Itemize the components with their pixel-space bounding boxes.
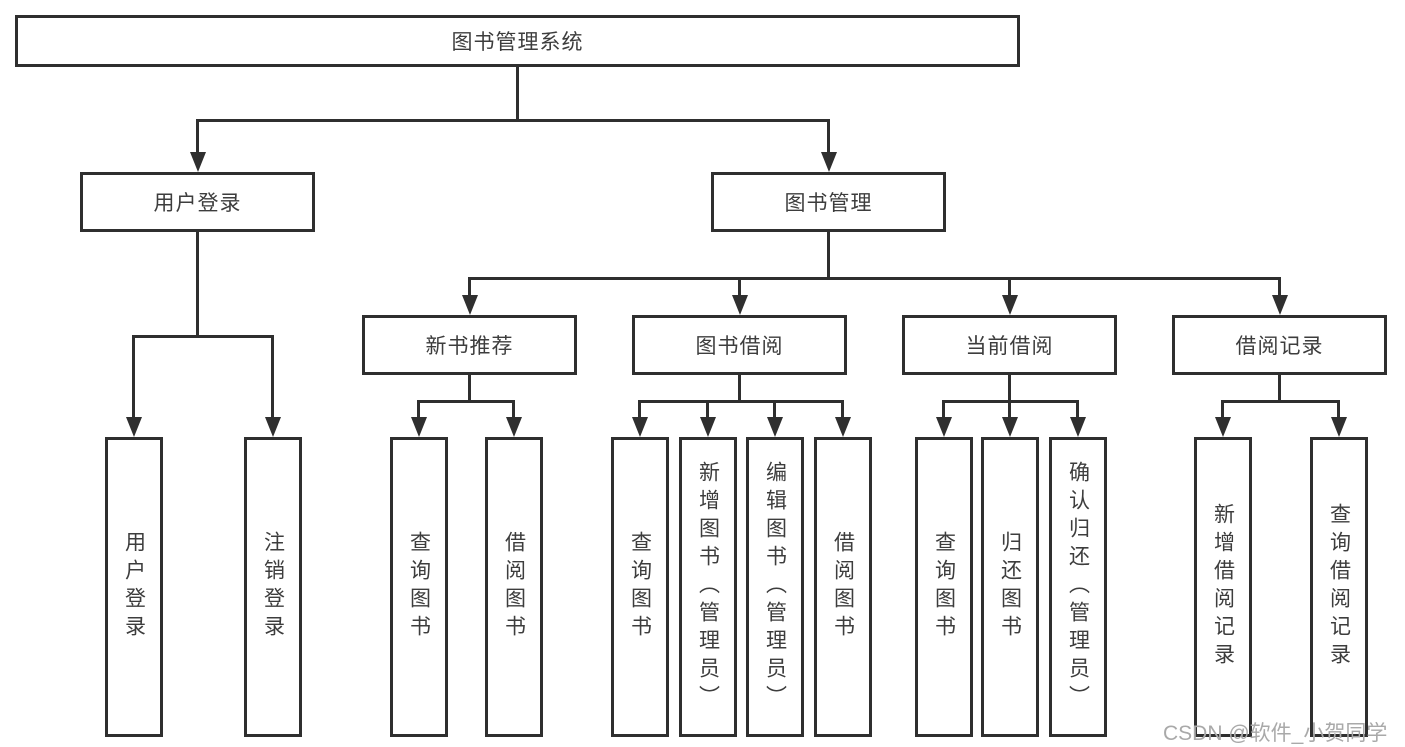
node-label: 图书借阅 [695,335,784,358]
connector-arrow [265,417,281,437]
leaf-label: 编辑图书（管理员） [763,461,787,713]
leaf-query-books: 查询图书 [390,437,448,737]
connector-arrow [190,152,206,172]
node-label: 图书管理 [784,192,873,215]
leaf-label: 查询借阅记录 [1327,503,1351,671]
connector-arrow [1215,417,1231,437]
leaf-borrow-books-2: 借阅图书 [814,437,872,737]
connector-line [638,400,641,420]
connector-line [1221,400,1224,420]
connector-line [827,232,830,279]
connector-line [196,119,199,157]
connector-arrow [767,417,783,437]
connector-arrow [1272,295,1288,315]
node-new-book-recommendation: 新书推荐 [362,315,577,375]
connector-line [468,277,1281,280]
connector-arrow [835,417,851,437]
leaf-label: 查询图书 [932,531,956,643]
connector-arrow [1331,417,1347,437]
connector-arrow [821,152,837,172]
leaf-label: 新增借阅记录 [1211,503,1235,671]
connector-line [132,335,274,338]
node-label: 借阅记录 [1235,335,1324,358]
connector-line [468,277,471,299]
node-label: 当前借阅 [965,335,1054,358]
connector-line [827,119,830,157]
connector-line [516,66,519,121]
connector-line [417,400,420,420]
leaf-label: 用户登录 [122,531,146,643]
node-book-borrowing: 图书借阅 [632,315,847,375]
connector-line [1221,400,1340,403]
leaf-query-books-3: 查询图书 [915,437,973,737]
connector-line [196,232,199,338]
connector-line [132,335,135,420]
connector-line [1337,400,1340,420]
node-library-system: 图书管理系统 [15,15,1020,67]
leaf-confirm-return-admin: 确认归还（管理员） [1049,437,1107,737]
connector-arrow [632,417,648,437]
connector-line [271,335,274,420]
connector-line [468,375,471,402]
leaf-user-login: 用户登录 [105,437,163,737]
connector-line [738,277,741,299]
leaf-label: 查询图书 [407,531,431,643]
connector-arrow [1002,295,1018,315]
connector-line [942,400,945,420]
connector-line [1008,277,1011,299]
connector-arrow [732,295,748,315]
leaf-return-book: 归还图书 [981,437,1039,737]
connector-line [1008,375,1011,402]
leaf-query-borrow-record: 查询借阅记录 [1310,437,1368,737]
connector-line [512,400,515,420]
connector-arrow [936,417,952,437]
leaf-query-books-2: 查询图书 [611,437,669,737]
node-user-login: 用户登录 [80,172,315,232]
node-book-management: 图书管理 [711,172,946,232]
connector-line [417,400,515,403]
connector-arrow [411,417,427,437]
connector-line [738,375,741,402]
node-current-borrowing: 当前借阅 [902,315,1117,375]
leaf-add-borrow-record: 新增借阅记录 [1194,437,1252,737]
connector-arrow [506,417,522,437]
node-label: 新书推荐 [425,335,514,358]
connector-line [196,119,830,122]
leaf-label: 借阅图书 [831,531,855,643]
connector-arrow [126,417,142,437]
leaf-label: 查询图书 [628,531,652,643]
connector-line [1278,277,1281,299]
leaf-label: 新增图书（管理员） [696,461,720,713]
node-label: 图书管理系统 [451,31,584,54]
connector-line [1008,400,1011,420]
node-borrowing-records: 借阅记录 [1172,315,1387,375]
leaf-label: 确认归还（管理员） [1066,461,1090,713]
csdn-watermark: CSDN @软件_小贺同学 [1163,722,1388,745]
connector-line [841,400,844,420]
connector-line [706,400,709,420]
leaf-add-book-admin: 新增图书（管理员） [679,437,737,737]
leaf-label: 注销登录 [261,531,285,643]
leaf-label: 归还图书 [998,531,1022,643]
connector-line [1076,400,1079,420]
connector-arrow [1070,417,1086,437]
connector-line [1278,375,1281,402]
connector-line [773,400,776,420]
connector-arrow [700,417,716,437]
node-label: 用户登录 [153,192,242,215]
connector-line [638,400,844,403]
leaf-edit-book-admin: 编辑图书（管理员） [746,437,804,737]
connector-arrow [462,295,478,315]
leaf-borrow-books: 借阅图书 [485,437,543,737]
connector-arrow [1002,417,1018,437]
leaf-label: 借阅图书 [502,531,526,643]
leaf-logout: 注销登录 [244,437,302,737]
